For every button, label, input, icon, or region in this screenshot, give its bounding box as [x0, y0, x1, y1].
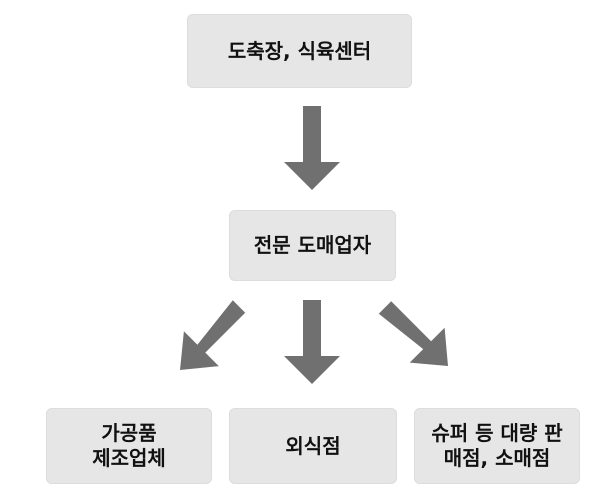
node-wholesaler: 전문 도매업자 [229, 210, 396, 281]
node-processed-food-manufacturers-label: 가공품 제조업체 [92, 421, 166, 470]
node-slaughterhouse-label: 도축장, 식육센터 [227, 38, 372, 63]
node-restaurants-label: 외식점 [285, 433, 341, 458]
node-retailers-label: 슈퍼 등 대량 판 매점, 소매점 [431, 421, 563, 470]
node-processed-food-manufacturers: 가공품 제조업체 [46, 408, 212, 484]
node-retailers: 슈퍼 등 대량 판 매점, 소매점 [414, 408, 580, 484]
arrow-middle-to-restaurants [284, 300, 340, 384]
arrow-top-to-middle [284, 106, 340, 190]
node-restaurants: 외식점 [229, 408, 397, 484]
arrow-middle-to-manufacturers [180, 300, 246, 370]
arrow-middle-to-retail [378, 301, 448, 366]
node-wholesaler-label: 전문 도매업자 [253, 233, 372, 257]
node-slaughterhouse: 도축장, 식육센터 [187, 14, 412, 88]
